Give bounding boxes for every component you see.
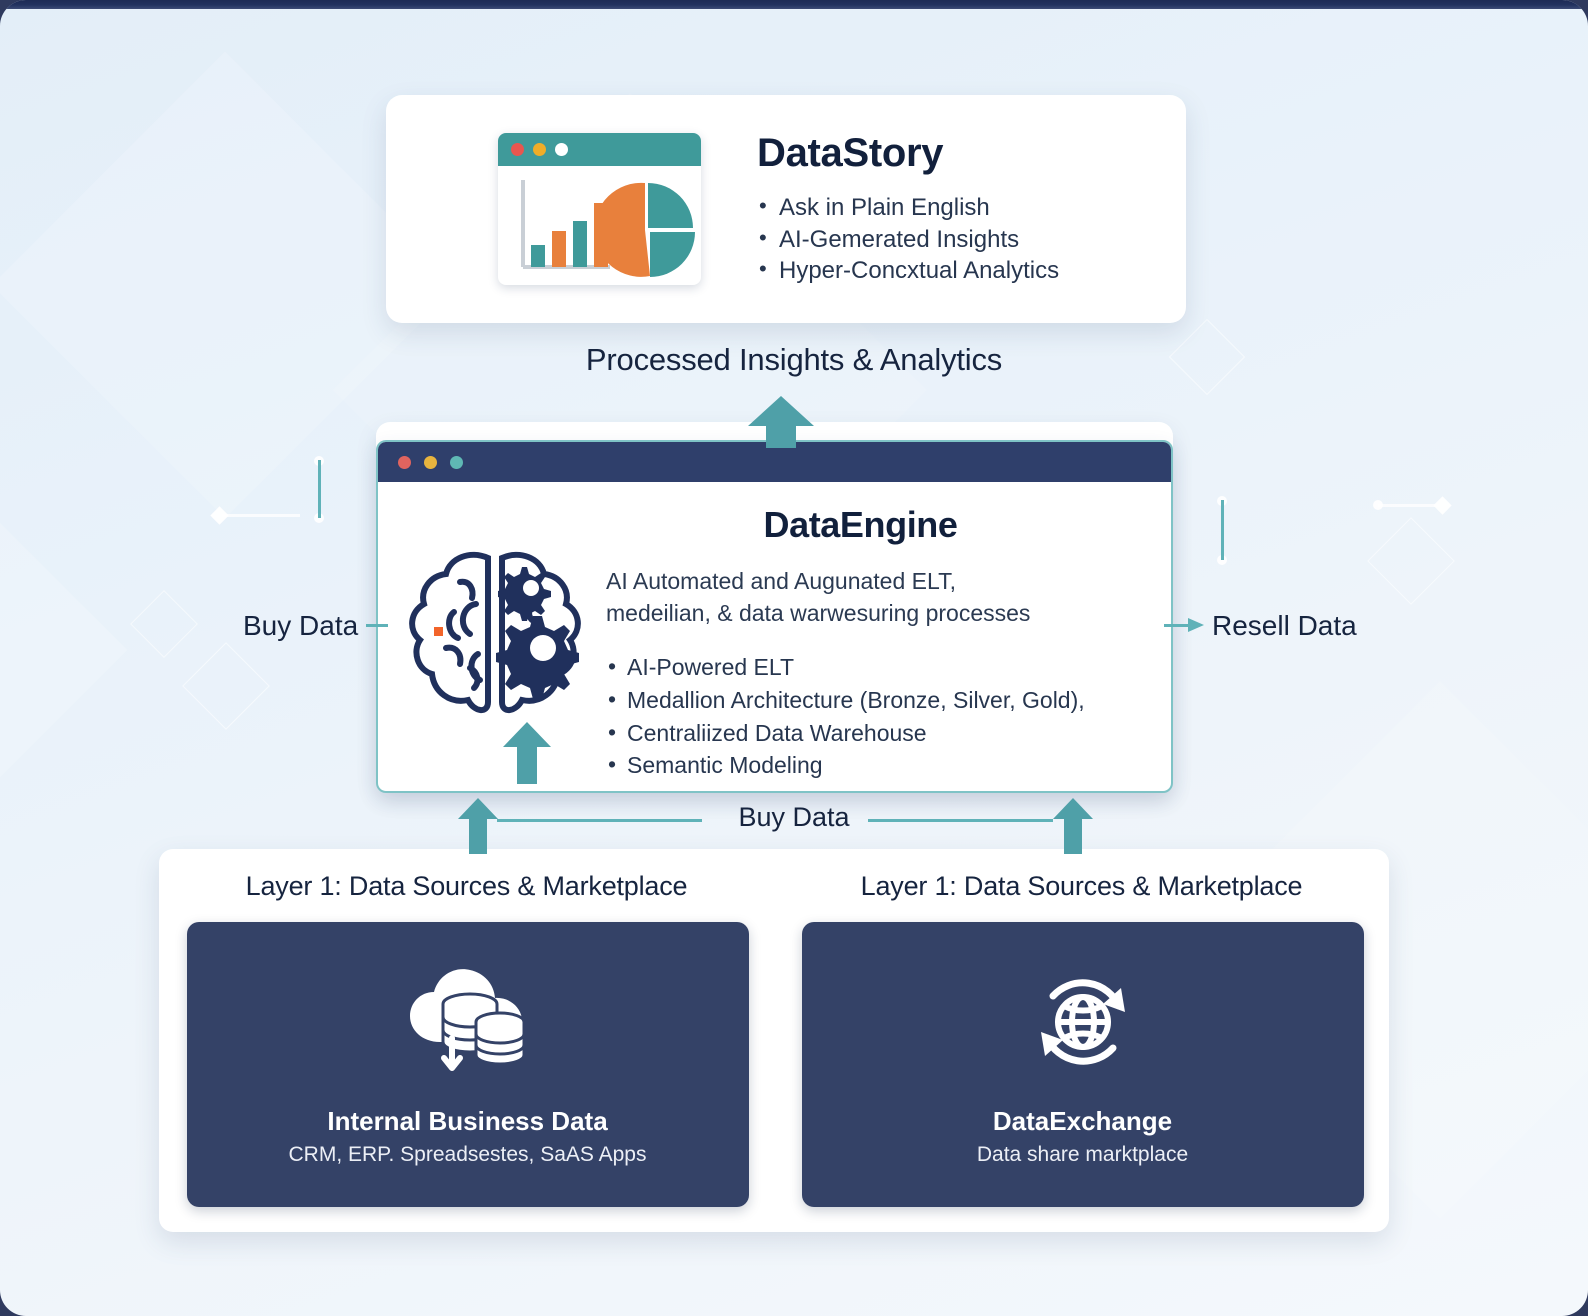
brain-gears-icon: [400, 496, 600, 782]
connector-bottom-line-left: [497, 819, 702, 822]
datastory-icon: [498, 133, 701, 285]
bg-diamond-4: [0, 522, 128, 778]
bg-diamond-outline-2: [1367, 517, 1455, 605]
arrow-up-inside-engine-icon: [503, 722, 551, 784]
arrow-up-from-internal-data-icon: [458, 798, 498, 854]
top-navy-strip: [0, 0, 1588, 9]
datastory-bullet-list: Ask in Plain English AI-Gemerated Insigh…: [757, 191, 1059, 287]
list-item: Semantic Modeling: [606, 748, 1151, 782]
layer1-right-heading: Layer 1: Data Sources & Marketplace: [860, 871, 1303, 901]
cloud-database-download-icon: [409, 969, 525, 1071]
datastory-title: DataStory: [757, 130, 944, 175]
bg-circuit-dot-left-bottom: [314, 513, 324, 523]
dataengine-bullet-list: AI-Powered ELT Medallion Architecture (B…: [606, 650, 1151, 782]
list-item: AI-Powered ELT: [606, 650, 1151, 684]
connector-left-line: [366, 624, 388, 627]
list-item: Ask in Plain English: [757, 191, 1059, 224]
mini-window-body: [498, 166, 701, 285]
connector-right-line: [1164, 624, 1194, 627]
bg-circuit-line-left-v: [318, 460, 321, 518]
window-dot-white: [555, 143, 568, 156]
dataengine-titlebar: [378, 442, 1171, 482]
connector-bottom-line-right: [868, 819, 1053, 822]
processed-insights-label: Processed Insights & Analytics: [585, 342, 1003, 377]
bg-circuit-line-left-h: [222, 514, 300, 517]
bg-circuit-dot-right-bottom: [1217, 555, 1227, 565]
internal-business-data-title: Internal Business Data: [327, 1106, 608, 1136]
window-dot-red: [398, 455, 411, 469]
dataexchange-card[interactable]: DataExchange Data share marktplace: [801, 922, 1364, 1207]
bg-circuit-dot-right-mid: [1373, 500, 1383, 510]
mini-window-titlebar: [498, 133, 701, 166]
dataexchange-title: DataExchange: [992, 1106, 1173, 1136]
dataengine-window[interactable]: DataEngine AI Automated and Augunated EL…: [376, 440, 1173, 793]
arrow-up-from-dataexchange-icon: [1053, 798, 1093, 854]
layer1-panel: Layer 1: Data Sources & Marketplace: [159, 849, 1389, 1232]
resell-data-right-label: Resell Data: [1212, 610, 1357, 641]
arrow-right-resell-icon: [1188, 618, 1204, 632]
analytics-window-icon: [498, 133, 701, 285]
datastory-card[interactable]: DataStory Ask in Plain English AI-Gemera…: [386, 95, 1186, 323]
list-item: AI-Gemerated Insights: [757, 223, 1059, 256]
dataengine-title: DataEngine: [763, 504, 958, 545]
bar-pie-chart-icon: [521, 180, 695, 277]
dataengine-text: DataEngine AI Automated and Augunated EL…: [600, 496, 1151, 782]
bg-circuit-line-right-h: [1378, 504, 1440, 507]
layer1-left-column: Layer 1: Data Sources & Marketplace: [186, 871, 749, 1232]
datastory-text: DataStory Ask in Plain English AI-Gemera…: [757, 131, 1059, 287]
buy-data-left-label: Buy Data: [243, 610, 359, 641]
bg-diamond-outline-4: [182, 642, 270, 730]
bg-circuit-node-right: [1433, 496, 1452, 515]
list-item: Centraliized Data Warehouse: [606, 716, 1151, 750]
layer1-left-heading: Layer 1: Data Sources & Marketplace: [245, 871, 688, 901]
window-dot-teal: [450, 455, 463, 469]
dataengine-body: DataEngine AI Automated and Augunated EL…: [378, 482, 1171, 782]
list-item: Hyper-Concxtual Analytics: [757, 254, 1059, 287]
dataengine-subtitle: AI Automated and Augunated ELT, medeilia…: [606, 568, 1031, 626]
internal-business-data-card[interactable]: Internal Business Data CRM, ERP. Spreads…: [186, 922, 749, 1207]
buy-data-bottom-label: Buy Data: [738, 802, 850, 832]
list-item: Medallion Architecture (Bronze, Silver, …: [606, 683, 1151, 717]
dataexchange-subtitle: Data share marktplace: [976, 1143, 1189, 1166]
layer1-right-column: Layer 1: Data Sources & Marketplace: [801, 871, 1364, 1232]
arrow-up-to-datastory-icon: [748, 396, 814, 448]
globe-refresh-icon: [1040, 979, 1125, 1065]
bg-diamond-outline-3: [130, 590, 198, 658]
window-dot-yellow: [424, 455, 437, 469]
internal-business-data-subtitle: CRM, ERP. Spreadsestes, SaAS Apps: [288, 1143, 647, 1166]
window-dot-red: [511, 143, 524, 156]
window-dot-yellow: [533, 143, 546, 156]
bg-circuit-line-right-v: [1221, 500, 1224, 560]
